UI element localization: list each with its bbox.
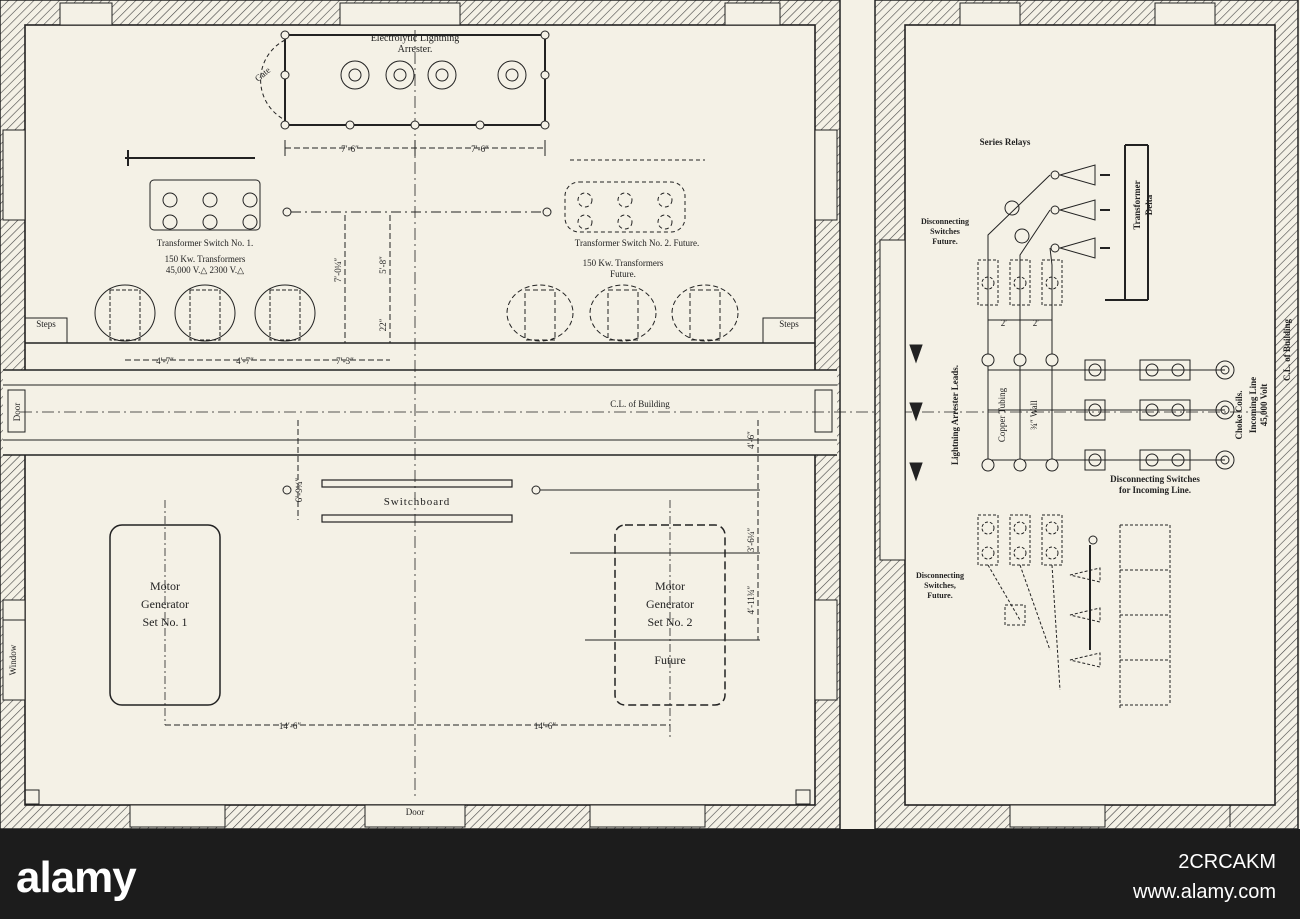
dim-4-7-b: 4′-7″ [236, 356, 254, 366]
switchboard-rear [321, 514, 513, 523]
mg2-line2: Generator [646, 597, 694, 611]
transformers-future [506, 284, 739, 342]
mg2-line4: Future [654, 653, 685, 667]
transformer-switch-1 [125, 150, 292, 231]
site-url[interactable]: www.alamy.com [1133, 881, 1276, 903]
transformer-delta-1: Transformer [1132, 180, 1142, 229]
dim-22: 22″ [378, 318, 388, 331]
disc-future-b2: Switches, [924, 581, 956, 590]
switchboard-front [321, 479, 513, 488]
incoming-line-2: 45,000 Volt [1259, 384, 1269, 427]
transformers-future-label-1: 150 Kw. Transformers [583, 258, 664, 268]
choke-coils [1215, 360, 1235, 470]
mg2-line1: Motor [655, 579, 685, 593]
disc-future-3: Future. [932, 237, 957, 246]
mg2-line3: Set No. 2 [648, 615, 693, 629]
window-label: Window [8, 644, 18, 675]
dim-7-6-a: 7′-6″ [341, 144, 359, 154]
disc-future-1: Disconnecting [921, 217, 969, 226]
disc-future-b1: Disconnecting [916, 571, 964, 580]
image-id: 2CRCAKM [1178, 851, 1276, 873]
switch-2-label: Transformer Switch No. 2. Future. [575, 238, 699, 248]
disconnecting-switches-incoming [1084, 359, 1191, 471]
left-plan-labels: Electrolytic Lightning Arrester. Gate 7′… [8, 33, 799, 817]
switchboard-label: Switchboard [384, 496, 451, 508]
dim-2-b: 2′ [1033, 318, 1040, 328]
transformers-label-1: 150 Kw. Transformers [165, 254, 246, 264]
dim-7-6-b: 7′-6″ [471, 144, 489, 154]
lightning-leads-label: Lightning Arrester Leads. [950, 365, 960, 465]
right-floor-plan [874, 0, 1299, 830]
door-left-label: Door [12, 403, 22, 422]
cl-building-right: C.L. of Building [1282, 318, 1292, 381]
floor-plan-drawing: Electrolytic Lightning Arrester. Gate 7′… [0, 0, 1299, 830]
disc-future-b3: Future. [927, 591, 952, 600]
transformer-switch-2 [564, 159, 705, 233]
stock-footer-bar: alamy 2CRCAKM www.alamy.com [0, 829, 1300, 919]
arrester-tanks [340, 60, 527, 90]
transformers-future-label-2: Future. [610, 269, 636, 279]
dim-4-11: 4′-11¾″ [746, 585, 756, 614]
transformers-label-2: 45,000 V.△ 2300 V.△ [166, 265, 244, 275]
door-bottom-label: Door [406, 807, 425, 817]
arrester-title-2: Arrester. [398, 44, 433, 55]
series-relays-label: Series Relays [980, 137, 1031, 147]
steps-right: Steps [779, 319, 799, 329]
mg1-line3: Set No. 1 [143, 615, 188, 629]
dim-7-3: 7′-3″ [336, 356, 354, 366]
dim-3-6: 3′-6¼″ [746, 528, 756, 553]
gate-label: Gate [253, 65, 272, 84]
disc-future-2: Switches [930, 227, 960, 236]
right-plan-labels: Series Relays Transformer Delta Disconne… [916, 137, 1292, 600]
dim-6-9: 6′-9¼″ [294, 478, 304, 503]
left-floor-plan [0, 0, 1265, 830]
dim-14-6-b: 14′-6″ [534, 721, 556, 731]
disc-incoming-1: Disconnecting Switches [1110, 474, 1200, 484]
copper-tubing-1: Copper Tubing [997, 387, 1007, 442]
dim-7-0: 7′-0¼″ [333, 258, 343, 283]
dim-14-6-a: 14′-6″ [279, 721, 301, 731]
mg1-line2: Generator [141, 597, 189, 611]
dim-4-7-a: 4′-7″ [156, 356, 174, 366]
cl-building-left: C.L. of Building [610, 399, 670, 409]
transformer-delta-2: Delta [1144, 194, 1154, 215]
disconnecting-switches-future-bottom [977, 514, 1171, 710]
copper-tubing-2: ¾″ Wall [1029, 400, 1039, 430]
dim-5-8: 5′-8″ [378, 256, 388, 274]
transformers-150kw [94, 284, 316, 342]
dim-2-a: 2′ [1001, 318, 1008, 328]
incoming-line-1: Incoming Line [1248, 377, 1258, 433]
series-relays [1050, 164, 1096, 259]
disc-incoming-2: for Incoming Line. [1119, 485, 1191, 495]
alamy-logo[interactable]: alamy [16, 853, 137, 902]
mg1-line1: Motor [150, 579, 180, 593]
choke-coils-label: Choke Coils. [1234, 390, 1244, 439]
arrester-title-1: Electrolytic Lightning [371, 33, 460, 44]
lightning-arrester-leads [909, 344, 923, 482]
steps-left: Steps [36, 319, 56, 329]
disconnecting-switches-future-top [977, 259, 1063, 306]
dim-4-6: 4′-6″ [746, 431, 756, 449]
switch-1-label: Transformer Switch No. 1. [157, 238, 253, 248]
